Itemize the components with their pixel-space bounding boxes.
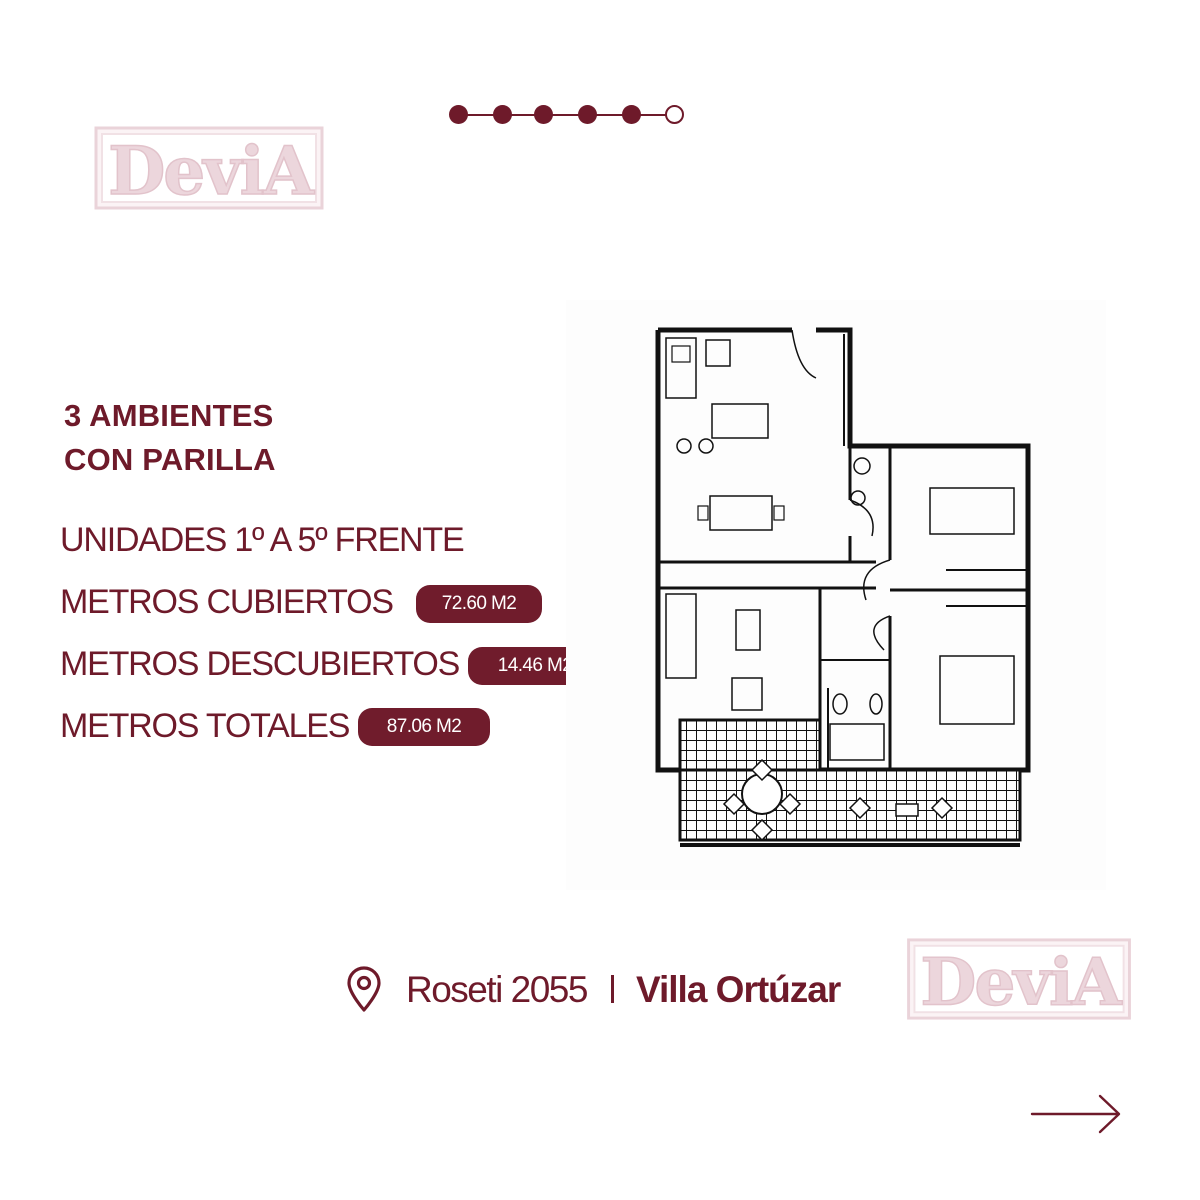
pager-dot-2[interactable] [493, 105, 512, 124]
brand-logo-bottom-graphic: DeviA [907, 938, 1131, 1021]
covered-label: METROS CUBIERTOS [60, 583, 394, 621]
headline: 3 AMBIENTES CON PARILLA [64, 394, 464, 482]
carousel-pager[interactable] [446, 102, 686, 128]
street-address: Roseti 2055 [406, 969, 588, 1010]
headline-line-2: CON PARILLA [64, 442, 276, 477]
covered-value-badge: 72.60 M2 [416, 585, 542, 623]
brand-logo-bottom: DeviA [904, 936, 1136, 1022]
uncovered-label: METROS DESCUBIERTOS [60, 645, 460, 683]
brand-logo-top-graphic: DeviA [94, 126, 324, 211]
address-line: Roseti 2055 Villa Ortúzar [406, 968, 841, 1012]
floor-plan [566, 300, 1106, 890]
neighborhood: Villa Ortúzar [635, 969, 841, 1010]
brand-logo-top: DeviA [94, 124, 326, 212]
pager-dot-4[interactable] [578, 105, 597, 124]
pager-dot-1[interactable] [449, 105, 468, 124]
pager-dot-3[interactable] [534, 105, 553, 124]
pager-line [458, 114, 670, 116]
total-label: METROS TOTALES [60, 707, 350, 745]
pager-dot-6[interactable] [665, 105, 684, 124]
address-separator [610, 975, 614, 1004]
next-slide-button[interactable] [1028, 1092, 1124, 1136]
floor-plan-drawing [566, 300, 1106, 890]
svg-text:DeviA: DeviA [920, 944, 1122, 1020]
total-value-badge: 87.06 M2 [358, 708, 490, 746]
headline-line-1: 3 AMBIENTES [64, 398, 274, 433]
arrow-right-icon[interactable] [1028, 1092, 1124, 1136]
pager-dot-5[interactable] [622, 105, 641, 124]
units-text: UNIDADES 1º A 5º FRENTE [60, 521, 465, 559]
location-pin-icon [344, 966, 384, 1014]
svg-text:DeviA: DeviA [108, 132, 315, 210]
